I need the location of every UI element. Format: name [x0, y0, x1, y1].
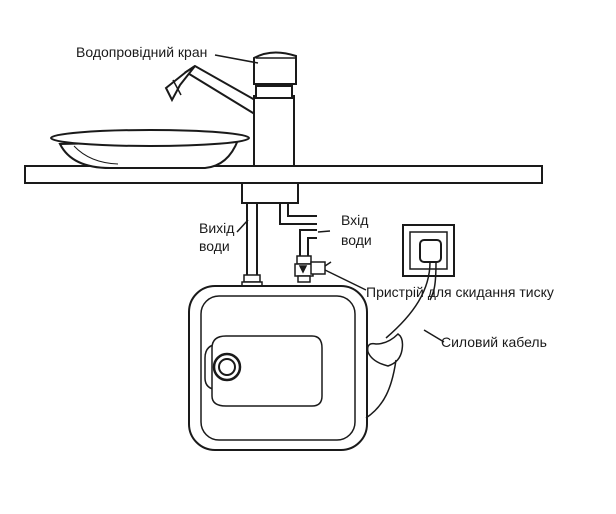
pressure-relief-label: Пристрій для скидання тиску: [366, 284, 554, 300]
power-cable-label: Силовий кабель: [441, 334, 547, 350]
pressure-relief-valve: [294, 255, 332, 283]
faucet: [164, 51, 297, 167]
inlet-pipe: [279, 203, 317, 256]
water-outlet-label-line1: Вихід: [199, 220, 234, 236]
thermostat-knob: [212, 352, 242, 382]
faucet-connector: [241, 182, 299, 204]
faucet-label: Водопровідний кран: [76, 44, 207, 60]
water-outlet-label-line2: води: [199, 238, 230, 254]
inlet-leader-line: [317, 230, 331, 233]
sink-bowl: [50, 129, 250, 169]
water-inlet-label-line2: води: [341, 232, 372, 248]
power-socket: [402, 224, 455, 277]
faucet-leader-line: [214, 54, 259, 64]
outlet-pipe: [241, 203, 263, 288]
cable-leader-line: [423, 329, 445, 343]
outlet-leader-line: [236, 219, 249, 233]
relief-leader-line: [324, 269, 367, 291]
water-heater-tank: [188, 285, 368, 451]
leader-lines: [214, 54, 445, 343]
power-cable: [365, 261, 437, 419]
water-inlet-label-line1: Вхід: [341, 212, 368, 228]
